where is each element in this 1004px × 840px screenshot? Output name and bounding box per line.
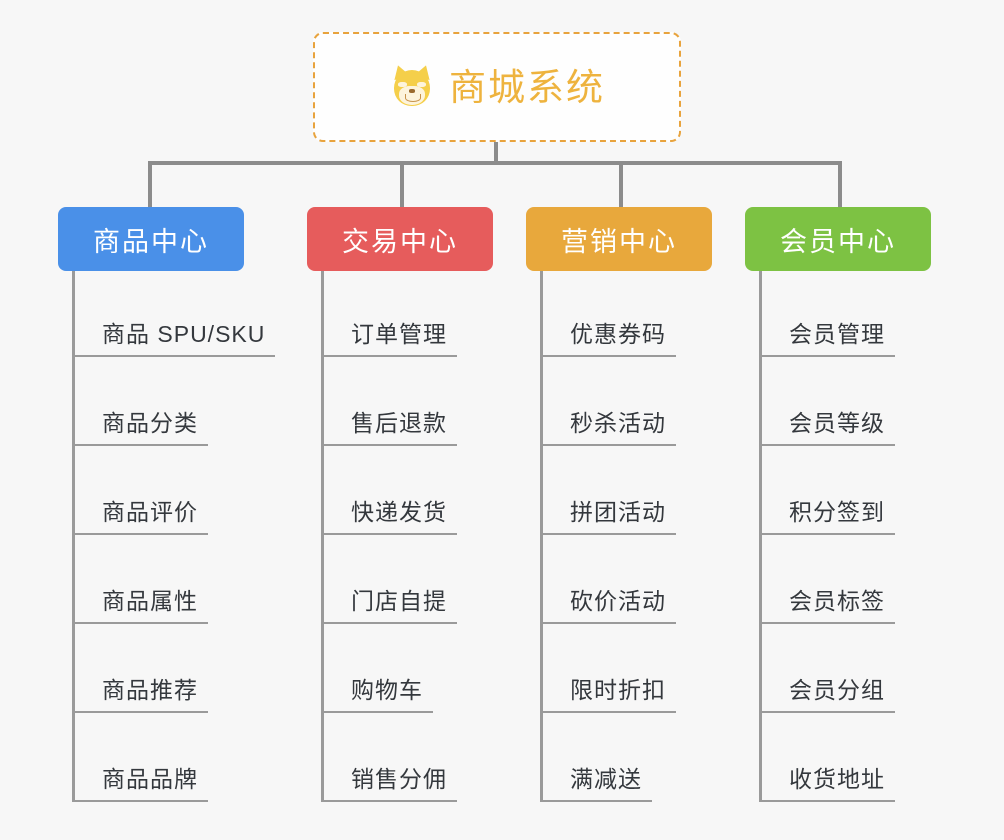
root-title: 商城系统	[449, 66, 605, 108]
leaf-label: 快递发货	[351, 499, 447, 525]
leaf-label: 商品推荐	[102, 677, 198, 703]
leaf-underline	[540, 711, 676, 713]
leaf-label: 会员标签	[789, 588, 885, 614]
leaf-underline	[321, 711, 433, 713]
leaf-underline	[321, 444, 457, 446]
leaf-underline	[321, 800, 457, 802]
leaf-underline	[759, 622, 895, 624]
leaf-underline	[540, 533, 676, 535]
leaf-underline	[321, 622, 457, 624]
leaf-label: 限时折扣	[570, 677, 666, 703]
branch-trunk-3	[540, 271, 543, 800]
leaf-label: 收货地址	[789, 766, 885, 792]
branch-header-3[interactable]: 营销中心	[526, 207, 712, 271]
leaf-underline	[321, 355, 457, 357]
leaf-underline	[759, 800, 895, 802]
branch-label-1: 商品中心	[93, 226, 209, 257]
leaf-label: 满减送	[570, 766, 642, 792]
leaf-underline	[759, 533, 895, 535]
leaf-label: 秒杀活动	[570, 410, 666, 436]
connector-drop-3	[619, 161, 623, 207]
connector-drop-4	[838, 161, 842, 207]
leaf-underline	[72, 355, 275, 357]
shiba-dog-icon	[389, 62, 435, 110]
leaf-label: 商品评价	[102, 499, 198, 525]
connector-horizontal-bar	[148, 161, 842, 165]
branch-trunk-1	[72, 271, 75, 800]
branch-header-4[interactable]: 会员中心	[745, 207, 931, 271]
leaf-label: 优惠券码	[570, 321, 666, 347]
leaf-label: 商品分类	[102, 410, 198, 436]
leaf-label: 会员管理	[789, 321, 885, 347]
connector-drop-1	[148, 161, 152, 207]
leaf-underline	[759, 355, 895, 357]
leaf-underline	[759, 444, 895, 446]
branch-trunk-4	[759, 271, 762, 800]
leaf-label: 订单管理	[351, 321, 447, 347]
leaf-underline	[321, 533, 457, 535]
leaf-label: 购物车	[351, 677, 423, 703]
root-node[interactable]: 商城系统	[313, 32, 681, 142]
leaf-underline	[72, 444, 208, 446]
leaf-label: 会员等级	[789, 410, 885, 436]
leaf-label: 商品 SPU/SKU	[102, 321, 266, 347]
branch-header-2[interactable]: 交易中心	[307, 207, 493, 271]
connector-drop-2	[400, 161, 404, 207]
leaf-label: 商品品牌	[102, 766, 198, 792]
branch-header-1[interactable]: 商品中心	[58, 207, 244, 271]
connector-root-stem	[494, 142, 498, 163]
leaf-underline	[540, 355, 676, 357]
leaf-label: 拼团活动	[570, 499, 666, 525]
leaf-underline	[759, 711, 895, 713]
leaf-label: 砍价活动	[570, 588, 666, 614]
leaf-underline	[72, 711, 208, 713]
leaf-underline	[72, 533, 208, 535]
leaf-label: 会员分组	[789, 677, 885, 703]
leaf-underline	[540, 622, 676, 624]
leaf-underline	[540, 444, 676, 446]
branch-trunk-2	[321, 271, 324, 800]
branch-label-2: 交易中心	[342, 226, 458, 257]
leaf-underline	[72, 800, 208, 802]
leaf-underline	[540, 800, 652, 802]
leaf-label: 销售分佣	[351, 766, 447, 792]
leaf-label: 门店自提	[351, 588, 447, 614]
leaf-label: 积分签到	[789, 499, 885, 525]
leaf-underline	[72, 622, 208, 624]
branch-label-3: 营销中心	[561, 226, 677, 257]
leaf-label: 商品属性	[102, 588, 198, 614]
leaf-label: 售后退款	[351, 410, 447, 436]
branch-label-4: 会员中心	[780, 226, 896, 257]
